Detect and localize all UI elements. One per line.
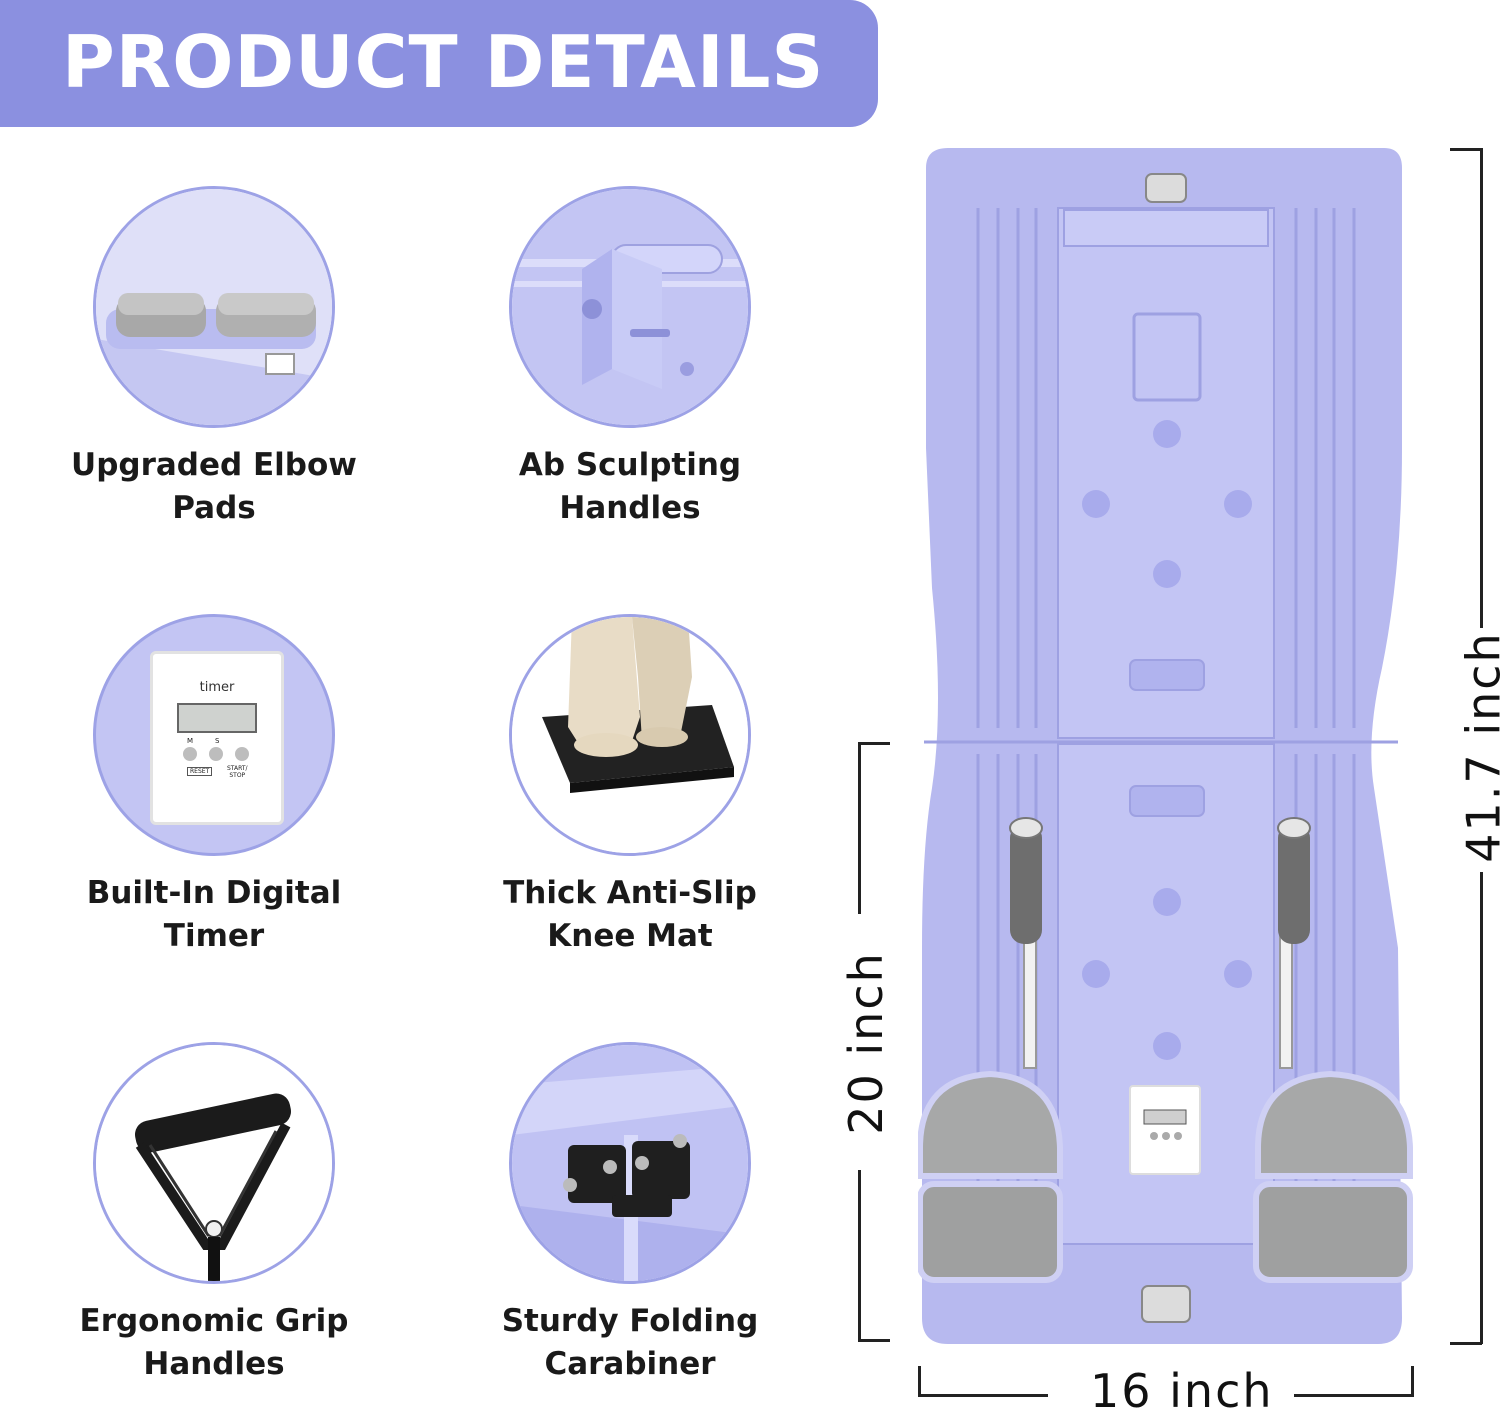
dim-height-half-label: 20 inch <box>838 951 893 1135</box>
feature-grip-handles: Ergonomic Grip Handles <box>4 1042 424 1386</box>
timer-display <box>177 703 257 733</box>
timer-start-label: START/ STOP <box>227 765 248 779</box>
timer-s-button[interactable] <box>209 747 223 761</box>
feature-label: Sturdy Folding Carabiner <box>501 1303 759 1382</box>
dim-height-half-top-tick <box>858 742 890 745</box>
ab-handle-image <box>509 186 751 428</box>
feature-ab-handles: Ab Sculpting Handles <box>420 186 840 530</box>
knee-mat-icon <box>512 617 748 853</box>
dim-height-total-top-tick <box>1450 148 1482 151</box>
carabiner-image <box>509 1042 751 1284</box>
timer-title: timer <box>199 680 235 695</box>
feature-elbow-pads: Upgraded Elbow Pads <box>4 186 424 530</box>
dim-height-half-bottom-tick <box>858 1339 890 1342</box>
feature-label: Thick Anti-Slip Knee Mat <box>503 875 757 954</box>
feature-knee-mat: Thick Anti-Slip Knee Mat <box>420 614 840 958</box>
page-title: PRODUCT DETAILS <box>62 20 825 104</box>
feature-label: Ergonomic Grip Handles <box>79 1303 349 1382</box>
dim-height-total-label: 41.7 inch <box>1456 631 1500 863</box>
ab-board-icon <box>917 148 1413 1344</box>
timer-reset-label: RESET <box>187 767 213 776</box>
dim-width-line-right <box>1294 1394 1414 1397</box>
grip-handle-icon <box>96 1045 332 1281</box>
dim-width-left-tick <box>918 1366 921 1396</box>
timer-image: timer M S RESET START/ STOP <box>93 614 335 856</box>
dim-width-label: 16 inch <box>1090 1364 1274 1418</box>
feature-label: Upgraded Elbow Pads <box>71 447 357 526</box>
dim-height-total-line-upper <box>1480 148 1483 628</box>
header-banner: PRODUCT DETAILS <box>0 0 878 127</box>
timer-m-label: M <box>187 737 194 745</box>
carabiner-icon <box>512 1045 748 1281</box>
dim-width-line-left <box>918 1394 1048 1397</box>
elbow-pad-image <box>93 186 335 428</box>
dim-height-total-bottom-tick <box>1450 1342 1482 1345</box>
feature-digital-timer: timer M S RESET START/ STOP Built-In Dig… <box>4 614 424 958</box>
feature-label: Built-In Digital Timer <box>86 875 342 954</box>
timer-s-label: S <box>215 737 220 745</box>
feature-carabiner: Sturdy Folding Carabiner <box>420 1042 840 1386</box>
feature-label: Ab Sculpting Handles <box>518 447 742 526</box>
timer-m-button[interactable] <box>183 747 197 761</box>
dim-width-right-tick <box>1411 1366 1414 1396</box>
dim-height-total-line-lower <box>1480 872 1483 1344</box>
product-board-image <box>917 148 1414 1344</box>
timer-icon: timer M S RESET START/ STOP <box>150 651 284 825</box>
grip-handle-image <box>93 1042 335 1284</box>
elbow-pad-icon <box>96 189 332 425</box>
dim-height-half-line-lower <box>858 1170 861 1342</box>
dim-height-half-line-upper <box>858 742 861 914</box>
knee-mat-image <box>509 614 751 856</box>
timer-start-button[interactable] <box>235 747 249 761</box>
handle-icon <box>512 189 748 425</box>
